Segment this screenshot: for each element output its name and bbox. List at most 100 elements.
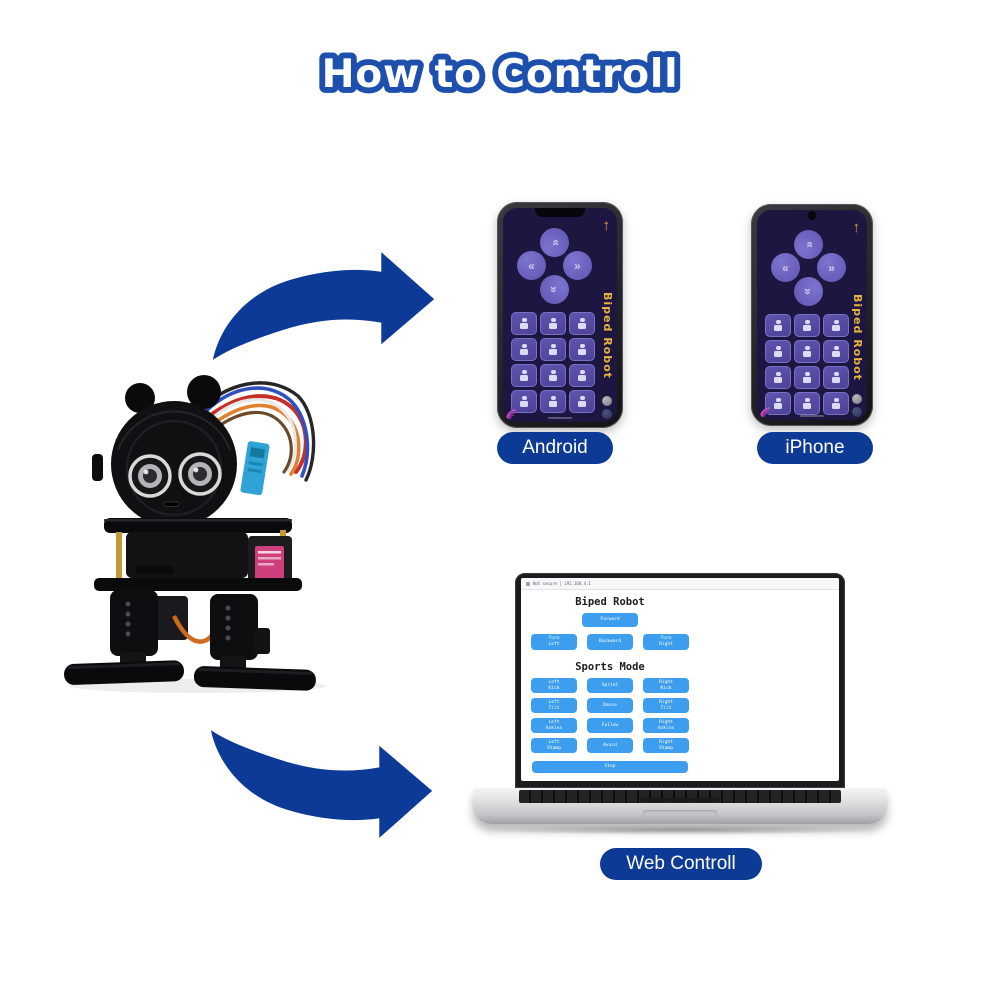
stop-button[interactable]: Stop <box>532 761 688 773</box>
title-text: How to Controll <box>322 52 679 97</box>
robot-action-button[interactable] <box>823 392 849 415</box>
robot-action-button[interactable] <box>511 364 537 387</box>
bluetooth-fab[interactable] <box>602 409 612 419</box>
bluetooth-fab[interactable] <box>852 407 862 417</box>
head-side-tab <box>92 454 103 481</box>
robot-foot-left <box>64 660 185 685</box>
laptop: Not secure | 192.168.4.1 Biped Robot For… <box>473 573 887 841</box>
robot-pose-icon <box>802 397 812 410</box>
robot-pose-icon <box>519 317 529 330</box>
dpad-up-button[interactable]: » <box>540 228 569 257</box>
bottom-plate <box>94 578 302 591</box>
iphone-phone-screen: ↑ » « » » Biped Robot <box>757 210 867 420</box>
robot-action-button[interactable] <box>794 366 820 389</box>
dpad: » « » » <box>771 230 847 306</box>
dpad-left-button[interactable]: « <box>771 253 800 282</box>
robot-action-button[interactable] <box>540 364 566 387</box>
browser-address-bar[interactable]: Not secure | 192.168.4.1 <box>521 578 839 590</box>
move-button[interactable]: Turn Left <box>531 634 577 650</box>
sports-button[interactable]: Right Tilt <box>643 698 689 713</box>
dpad-left-button[interactable]: « <box>517 251 546 280</box>
robot-action-button[interactable] <box>765 314 791 337</box>
robot-pose-icon <box>773 397 783 410</box>
robot-pose-icon <box>577 395 587 408</box>
robot-control-app: ↑ » « » » Biped Robot <box>757 210 867 420</box>
ultrasonic-eye-right <box>178 452 222 496</box>
android-label: Android <box>497 432 613 464</box>
top-plate <box>104 518 292 533</box>
signal-icon <box>760 407 771 418</box>
robot-action-button[interactable] <box>823 366 849 389</box>
robot-pose-icon <box>548 395 558 408</box>
action-button-grid <box>511 312 595 413</box>
move-button[interactable]: Turn Right <box>643 634 689 650</box>
robot-action-button[interactable] <box>569 364 595 387</box>
robot-pose-icon <box>773 345 783 358</box>
sports-button[interactable]: Left Kick <box>531 678 577 693</box>
robot-action-button[interactable] <box>765 340 791 363</box>
antenna-ball-right <box>187 375 221 409</box>
robot-action-button[interactable] <box>765 366 791 389</box>
web-control-page: Not secure | 192.168.4.1 Biped Robot For… <box>521 578 839 781</box>
robot-action-button[interactable] <box>794 392 820 415</box>
robot-pose-icon <box>831 371 841 384</box>
robot-action-button[interactable] <box>511 338 537 361</box>
settings-fab[interactable] <box>852 394 862 404</box>
home-indicator <box>548 416 572 419</box>
forward-button[interactable]: Forward <box>582 613 638 627</box>
robot-action-button[interactable] <box>794 314 820 337</box>
robot-pose-icon <box>519 369 529 382</box>
web-control-label: Web Controll <box>600 848 762 880</box>
robot-action-button[interactable] <box>511 390 537 413</box>
sports-button[interactable]: Avoid <box>587 738 633 753</box>
robot-action-button[interactable] <box>540 390 566 413</box>
circuit-board <box>240 441 270 496</box>
dpad: » « » » <box>517 228 593 304</box>
sports-button[interactable]: Right Stamp <box>643 738 689 753</box>
robot-action-button[interactable] <box>765 392 791 415</box>
dpad-right-button[interactable]: » <box>563 251 592 280</box>
robot-action-button[interactable] <box>540 338 566 361</box>
home-indicator <box>800 414 824 417</box>
connect-arrow-icon: ↑ <box>602 217 611 234</box>
sports-button[interactable]: Follow <box>587 718 633 733</box>
ultrasonic-eye-left <box>128 454 172 498</box>
biped-robot-image <box>64 375 326 693</box>
robot-action-button[interactable] <box>823 314 849 337</box>
sports-button[interactable]: Right Ankles <box>643 718 689 733</box>
site-info-icon <box>526 581 530 586</box>
robot-action-button[interactable] <box>569 390 595 413</box>
robot-pose-icon <box>519 343 529 356</box>
address-text: Not secure | 192.168.4.1 <box>533 581 591 586</box>
move-button[interactable]: Backward <box>587 634 633 650</box>
dpad-down-button[interactable]: » <box>540 275 569 304</box>
app-title-vertical: Biped Robot <box>601 292 614 379</box>
sports-button[interactable]: Left Ankles <box>531 718 577 733</box>
sports-button[interactable]: Right Kick <box>643 678 689 693</box>
robot-action-button[interactable] <box>794 340 820 363</box>
robot-pose-icon <box>773 371 783 384</box>
sports-button[interactable]: Sprint <box>587 678 633 693</box>
connect-arrow-icon: ↑ <box>852 219 861 236</box>
dpad-right-button[interactable]: » <box>817 253 846 282</box>
dpad-up-button[interactable]: » <box>794 230 823 259</box>
robot-pose-icon <box>577 343 587 356</box>
robot-action-button[interactable] <box>823 340 849 363</box>
robot-pose-icon <box>831 319 841 332</box>
robot-action-button[interactable] <box>569 312 595 335</box>
robot-action-button[interactable] <box>569 338 595 361</box>
robot-pose-icon <box>773 319 783 332</box>
robot-action-button[interactable] <box>540 312 566 335</box>
arrow-to-laptop-icon <box>210 730 433 838</box>
robot-action-button[interactable] <box>511 312 537 335</box>
dpad-down-button[interactable]: » <box>794 277 823 306</box>
action-button-grid <box>765 314 849 415</box>
sports-button[interactable]: Left Tilt <box>531 698 577 713</box>
sports-button[interactable]: Left Stamp <box>531 738 577 753</box>
robot-pose-icon <box>548 369 558 382</box>
robot-leg-left <box>110 590 158 666</box>
sports-button[interactable]: Dance <box>587 698 633 713</box>
settings-fab[interactable] <box>602 396 612 406</box>
